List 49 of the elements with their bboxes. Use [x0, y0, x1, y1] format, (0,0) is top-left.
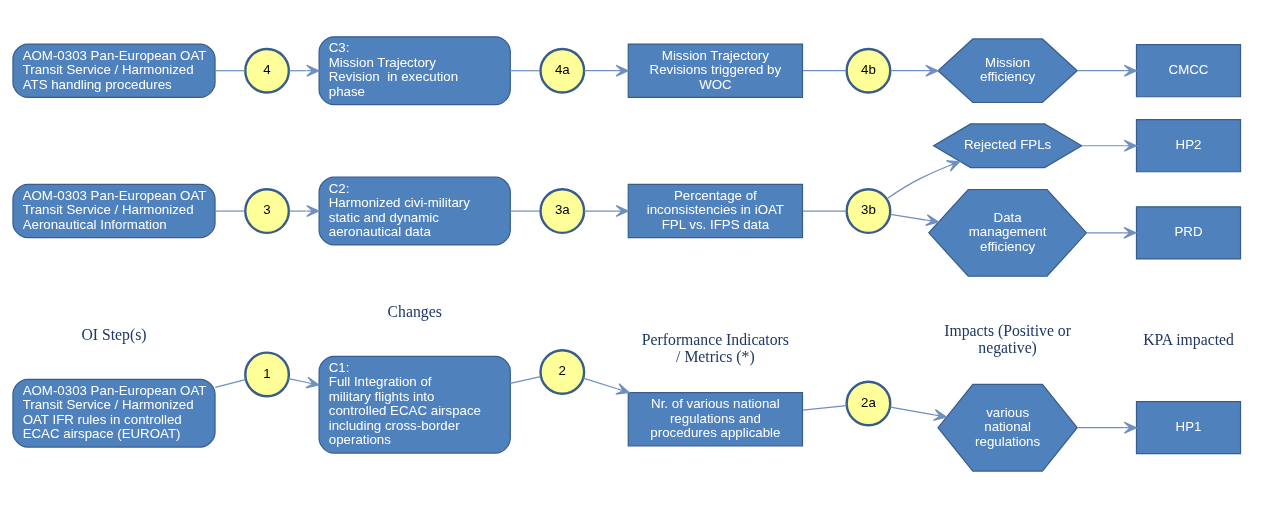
- arrow: [583, 205, 629, 218]
- connector: [214, 210, 246, 212]
- arrow: [889, 406, 947, 421]
- node-box: C3: Mission Trajectory Revision in execution phase: [318, 36, 511, 106]
- node-box: CMCC: [1135, 44, 1242, 98]
- node-circle: 3a: [539, 188, 586, 235]
- node-circle: 4b: [845, 47, 892, 94]
- arrow: [1076, 64, 1138, 77]
- node-circle: 4a: [539, 47, 586, 94]
- label: OI Step(s): [81, 325, 147, 343]
- arrow: [886, 160, 961, 200]
- label: Impacts (Positive or negative): [944, 322, 1071, 357]
- connector: [509, 376, 542, 385]
- node-circle: 1: [244, 351, 291, 398]
- label: Changes: [387, 302, 442, 320]
- connector: [214, 70, 246, 72]
- node-box: AOM-0303 Pan-European OAT Transit Service / Harmonized OAT IFR rules in controlled ECAC airspace (EUROAT): [12, 378, 216, 448]
- arrow: [889, 213, 940, 227]
- arrow: [582, 377, 630, 395]
- connector: [802, 210, 848, 212]
- node-circle: 4: [244, 47, 291, 94]
- connector: [802, 405, 848, 411]
- arrow: [287, 376, 320, 389]
- node-box: AOM-0303 Pan-European OAT Transit Service / Harmonized Aeronautical Information: [12, 183, 216, 239]
- node-box: C2: Harmonized civi-military static and dynamic aeronautical data: [318, 176, 511, 246]
- arrow: [1081, 139, 1137, 152]
- node-box: Mission Trajectory Revisions triggered by WOC: [627, 43, 804, 98]
- arrow: [1086, 226, 1137, 239]
- node-box: C1: Full Integration of military flights into controlled ECAC airspace including cross-border operations: [318, 355, 511, 454]
- node-circle: 2: [539, 349, 586, 395]
- arrow: [1076, 421, 1138, 434]
- connector: [509, 210, 541, 212]
- node-box: HP2: [1135, 119, 1242, 173]
- connector: [214, 379, 247, 389]
- label: Performance Indicators / Metrics (*): [641, 330, 789, 365]
- connector: [509, 70, 541, 72]
- node-box: PRD: [1135, 206, 1242, 260]
- arrow: [583, 64, 629, 77]
- node-box: AOM-0303 Pan-European OAT Transit Service / Harmonized ATS handling procedures: [12, 43, 216, 98]
- node-circle: 3b: [845, 188, 892, 235]
- node-circle: 3: [244, 188, 291, 235]
- node-box: HP1: [1135, 401, 1242, 455]
- node-box: Percentage of inconsistencies in iOAT FPL vs. IFPS data: [627, 183, 804, 239]
- arrow: [288, 205, 320, 218]
- connector: [802, 70, 848, 72]
- label: KPA impacted: [1143, 330, 1234, 348]
- arrow: [889, 64, 939, 77]
- node-box: Nr. of various national regulations and procedures applicable: [627, 392, 804, 447]
- node-circle: 2a: [845, 380, 892, 427]
